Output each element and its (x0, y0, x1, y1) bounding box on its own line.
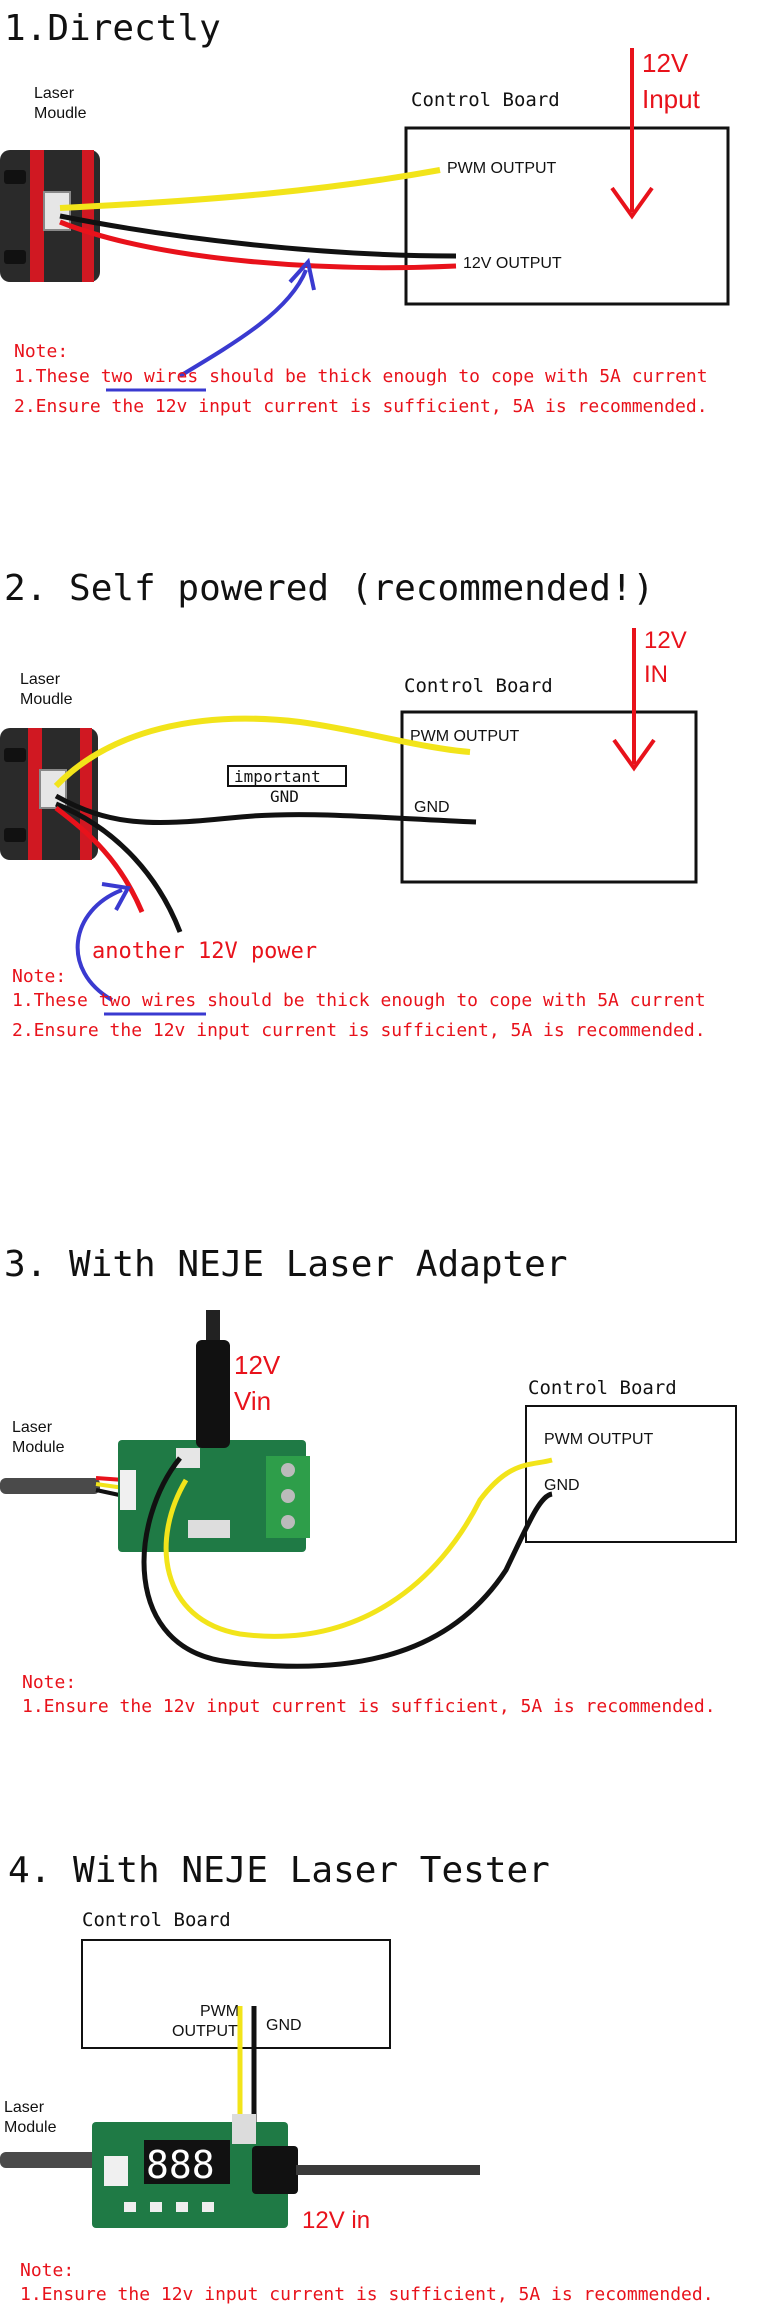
important-label: important (234, 767, 321, 786)
yellow-pwm-wire-1 (59, 167, 441, 211)
red-power-wire-2 (54, 806, 145, 913)
control-board-3 (525, 1405, 737, 1543)
section-1-directly: 1.Directly Laser Moudle Control Board PW… (0, 8, 730, 417)
control-board-3-label: Control Board (528, 1377, 677, 1399)
laser-label-3-line1: Laser (12, 1419, 53, 1436)
section-4-title: 4. With NEJE Laser Tester (8, 1850, 550, 1891)
note-4-line1: 1.Ensure the 12v input current is suffic… (20, 2284, 714, 2305)
pwm-output-label-1: PWM OUTPUT (447, 160, 557, 177)
gnd-label-4: GND (266, 2017, 302, 2034)
section-1-title: 1.Directly (4, 8, 221, 49)
control-board-4-label: Control Board (82, 1909, 231, 1931)
laser-label-2-line2: Moudle (20, 691, 73, 708)
note-1-line1: 1.These two wires should be thick enough… (14, 366, 708, 387)
vin-label-vin: Vin (234, 1386, 271, 1416)
black-wire-1 (59, 213, 457, 259)
gnd-label-3: GND (544, 1477, 580, 1494)
laser-label-line2: Moudle (34, 105, 87, 122)
12v-output-label-1: 12V OUTPUT (463, 255, 562, 272)
section-2-self-powered: 2. Self powered (recommended!) Laser Mou… (0, 568, 706, 1041)
input-arrowhead-2 (612, 738, 656, 772)
output-label-4: OUTPUT (172, 2023, 238, 2040)
laser-label-2-line1: Laser (20, 671, 61, 688)
control-board-2 (400, 710, 698, 884)
laser-label-4-line2: Module (4, 2119, 57, 2136)
note-4-title: Note: (20, 2260, 74, 2281)
note-1-line2: 2.Ensure the 12v input current is suffic… (14, 396, 708, 417)
yellow-pwm-wire-2 (53, 715, 471, 789)
note-3-line1: 1.Ensure the 12v input current is suffic… (22, 1696, 716, 1717)
blue-pointer-arrow-1 (178, 269, 308, 378)
black-gnd-wire-3 (141, 1456, 553, 1669)
section-4-laser-tester: 4. With NEJE Laser Tester Control Board … (0, 1850, 714, 2305)
neje-laser-adapter (118, 1440, 310, 1552)
neje-laser-tester (92, 2114, 288, 2228)
laser-cable-3 (0, 1478, 100, 1494)
section-2-title: 2. Self powered (recommended!) (4, 568, 654, 609)
control-board-1 (404, 126, 730, 306)
input-label-2-in: IN (644, 661, 668, 688)
note-3-title: Note: (22, 1672, 76, 1693)
section-3-laser-adapter: 3. With NEJE Laser Adapter Laser Module … (0, 1244, 737, 1717)
dc-jack-4 (252, 2146, 298, 2194)
section-3-title: 3. With NEJE Laser Adapter (4, 1244, 568, 1285)
dc-jack (196, 1340, 230, 1448)
pwm-output-label-2: PWM OUTPUT (410, 728, 520, 745)
important-box (227, 765, 347, 787)
note-1-title: Note: (14, 341, 68, 362)
black-power-wire-2 (55, 801, 183, 933)
control-board-4 (81, 1939, 391, 2049)
input-label-2-12v: 12V (644, 627, 687, 654)
v-in-label-4: 12V in (302, 2207, 370, 2234)
note-2-line1: 1.These two wires should be thick enough… (12, 990, 706, 1011)
laser-module-2 (0, 728, 98, 860)
pwm-label-4: PWM (200, 2003, 239, 2020)
laser-label-line1: Laser (34, 85, 75, 102)
blue-pointer-arrow-2 (75, 888, 123, 1002)
yellow-pwm-wire-3 (163, 1457, 553, 1639)
laser-module-1 (0, 150, 100, 282)
input-label-input: Input (642, 84, 701, 114)
gnd-label-2: GND (414, 799, 450, 816)
input-label-12v: 12V (642, 48, 689, 78)
control-board-1-label: Control Board (411, 89, 560, 111)
control-board-2-label: Control Board (404, 675, 553, 697)
laser-cable-4 (0, 2152, 100, 2168)
vin-label-12v: 12V (234, 1350, 281, 1380)
another-12v-power-label: another 12V power (92, 939, 317, 964)
important-gnd-label: GND (270, 787, 299, 806)
input-arrowhead-1 (610, 186, 654, 220)
laser-label-3-line2: Module (12, 1439, 65, 1456)
red-wire-1 (59, 219, 457, 271)
black-gnd-wire-2 (54, 793, 477, 826)
note-2-line2: 2.Ensure the 12v input current is suffic… (12, 1020, 706, 1041)
laser-label-4-line1: Laser (4, 2099, 45, 2116)
pwm-output-label-3: PWM OUTPUT (544, 1431, 654, 1448)
tester-display-digits: 888 (146, 2143, 215, 2187)
note-2-title: Note: (12, 966, 66, 987)
